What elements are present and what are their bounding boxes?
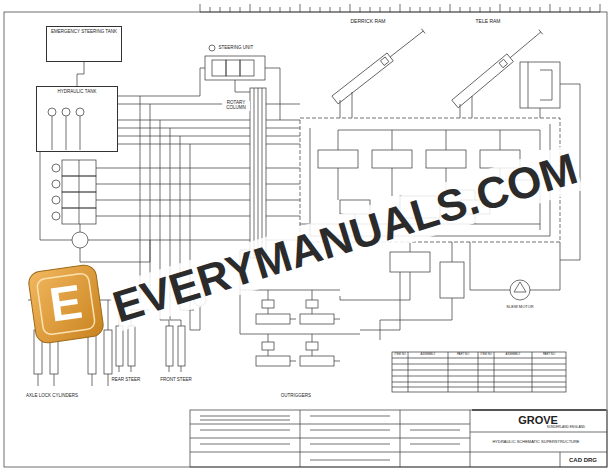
component-label: SLEW MOTOR — [505, 305, 534, 309]
company-name: GROVE — [517, 414, 559, 426]
component-label: TELE RAM — [474, 19, 501, 25]
table-header: ITEM NO — [479, 353, 493, 356]
connector — [77, 62, 84, 86]
derrick-ram — [332, 27, 426, 104]
component-label: AXLE LOCK CYLINDERS — [25, 394, 79, 399]
node-label: EMERGENCY STEERING TANK — [50, 29, 118, 34]
table-header: ASSEMBLY — [420, 353, 437, 356]
parts-table — [392, 352, 566, 392]
component-label: STEERING UNIT — [218, 46, 255, 51]
holding-valve — [520, 62, 560, 108]
drawing-frame — [4, 12, 607, 467]
control-valve-bank — [52, 160, 118, 224]
watermark-text: EVERYMANUALS.COM — [106, 144, 583, 332]
tele-ram — [452, 28, 544, 108]
watermark-logo — [27, 264, 104, 345]
component-label: OUTRIGGERS — [280, 394, 312, 399]
valve — [390, 252, 430, 272]
tank-box: EMERGENCY STEERING TANK — [46, 26, 122, 62]
steering-unit — [205, 45, 280, 120]
drawing-stamp: CAD DRG — [568, 457, 598, 464]
table-header: ITEM NO — [393, 353, 407, 356]
table-header: PART NO — [542, 353, 556, 356]
slew-motor-symbol — [510, 280, 530, 300]
company-location: SUNDERLAND ENGLAND — [546, 426, 586, 430]
table-header: ASSEMBLY — [505, 353, 522, 356]
component-label: FRONT STEER — [159, 378, 193, 383]
node-label: HYDRAULIC TANK — [57, 89, 98, 94]
title-block — [190, 410, 607, 467]
ruler-ticks — [200, 4, 600, 12]
tank-box: HYDRAULIC TANK — [36, 86, 118, 152]
drawing-title: HYDRAULIC SCHEMATIC SUPERSTRUCTURE — [491, 440, 580, 444]
table-header: PART NO — [456, 353, 470, 356]
rotary-column — [250, 88, 266, 258]
component-label: REAR STEER — [111, 378, 142, 383]
pump-symbol — [72, 232, 88, 248]
watermark-logo-letter: E — [45, 275, 86, 332]
valve — [440, 262, 464, 298]
component-label: ROTARY COLUMN — [222, 101, 250, 111]
component-label: DERRICK RAM — [349, 19, 386, 25]
